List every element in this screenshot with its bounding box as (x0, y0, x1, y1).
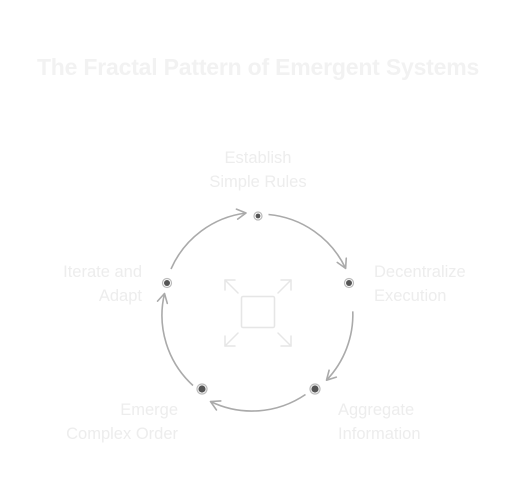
stage-label-line: Execution (374, 287, 447, 305)
stage-label-establish-simple-rules: Establish Simple Rules (198, 146, 318, 194)
cycle-arrow (156, 292, 194, 387)
stage-label-line: Decentralize (374, 263, 466, 281)
cycle-arrow (170, 208, 247, 270)
stage-node-emerge (196, 383, 208, 395)
stage-label-line: Emerge (120, 401, 178, 419)
stage-label-aggregate-information: Aggregate Information (338, 398, 458, 446)
stage-label-line: Adapt (98, 287, 142, 305)
stage-node-establish (253, 211, 263, 221)
stage-node-decentralize (343, 277, 355, 289)
stage-label-line: Complex Order (66, 425, 178, 443)
stage-label-line: Simple Rules (209, 173, 307, 191)
stage-label-line: Aggregate (338, 401, 415, 419)
diagram-title: The Fractal Pattern of Emergent Systems (36, 54, 480, 80)
cycle-arrow (268, 213, 348, 270)
stage-label-emerge-complex-order: Emerge Complex Order (28, 398, 178, 446)
stage-node-iterate (161, 277, 173, 289)
cycle-arrow (325, 311, 354, 381)
stage-node-aggregate (309, 383, 321, 395)
stage-label-line: Establish (224, 149, 292, 167)
expand-icon (224, 279, 292, 347)
stage-label-iterate-and-adapt: Iterate and Adapt (22, 260, 142, 308)
stage-label-line: Iterate and (63, 263, 142, 281)
stage-label-line: Information (338, 425, 421, 443)
stage-label-decentralize-execution: Decentralize Execution (374, 260, 494, 308)
cycle-arrow (209, 393, 306, 412)
